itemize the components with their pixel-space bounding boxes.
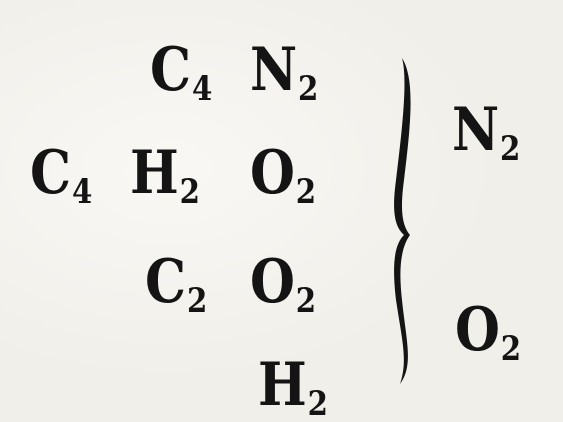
curly-brace <box>394 58 411 384</box>
subscript: 2 <box>500 129 520 169</box>
formula-term-h2: H2 <box>258 355 328 421</box>
element-symbol: O <box>250 138 295 208</box>
subscript: 2 <box>179 172 200 212</box>
formula-term-c4: C4 <box>150 40 212 106</box>
subscript: 2 <box>295 172 316 212</box>
formula-term-c2: C2 <box>145 252 207 318</box>
subscript: 4 <box>71 172 92 212</box>
element-symbol: H <box>258 350 307 420</box>
subscript: 2 <box>500 329 521 369</box>
formula-term-c4: C4 <box>30 143 92 209</box>
subscript: 2 <box>295 281 316 321</box>
brace-path <box>394 58 411 384</box>
element-symbol: C <box>145 247 186 317</box>
element-symbol: C <box>30 138 71 208</box>
formula-term-o2: O2 <box>250 252 316 318</box>
subscript: 2 <box>186 281 207 321</box>
formula-term-h2: H2 <box>130 143 200 209</box>
result-term-n2: N2 <box>452 100 520 166</box>
formula-term-o2: O2 <box>250 143 316 209</box>
element-symbol: O <box>455 295 500 365</box>
element-symbol: N <box>250 35 297 105</box>
subscript: 4 <box>191 69 212 109</box>
result-term-o2: O2 <box>455 300 521 366</box>
formula-term-n2: N2 <box>250 40 318 106</box>
subscript: 2 <box>307 384 328 422</box>
element-symbol: O <box>250 247 295 317</box>
subscript: 2 <box>298 69 318 109</box>
element-symbol: H <box>130 138 179 208</box>
element-symbol: N <box>452 95 499 165</box>
element-symbol: C <box>150 35 191 105</box>
